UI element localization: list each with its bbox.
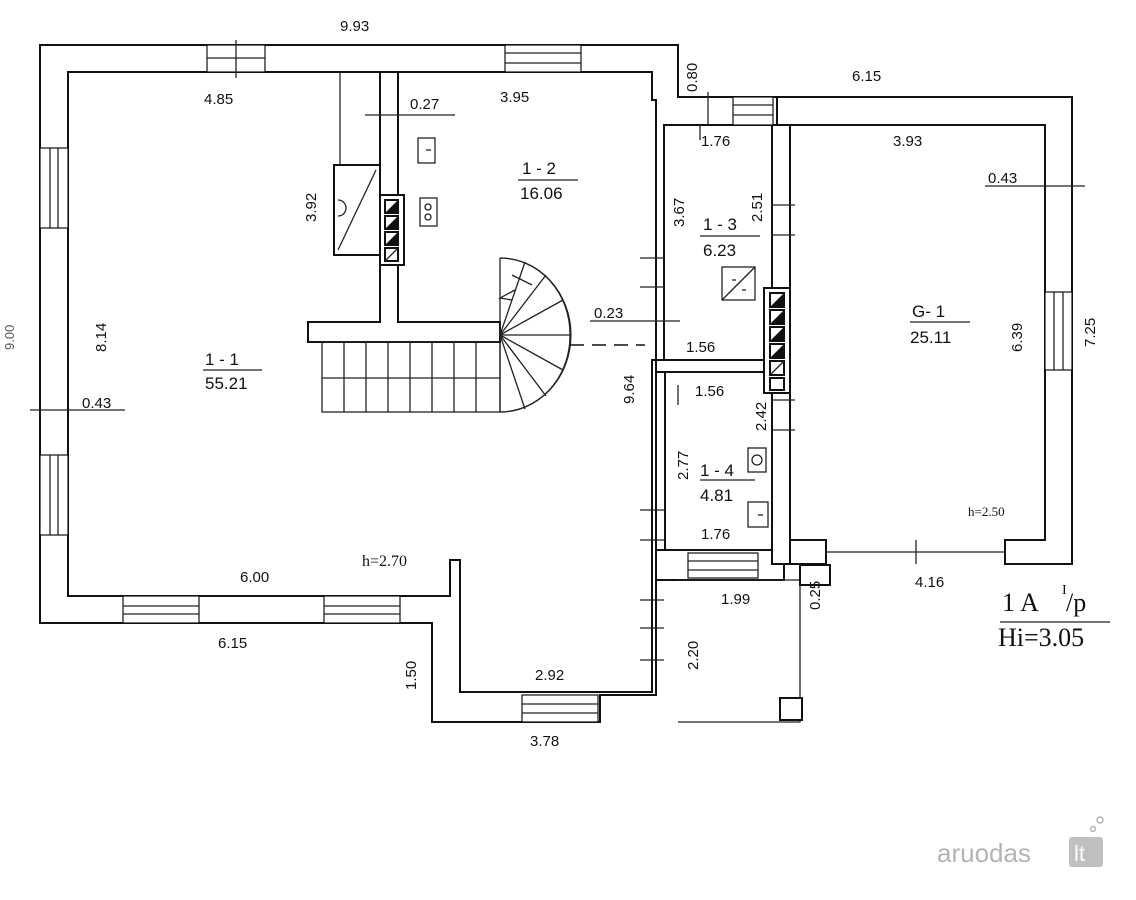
porch-step [799,564,831,586]
basin-icon [747,501,769,528]
window-top-left [206,40,266,78]
toilet-icon [747,447,767,473]
dim-0-43-left: 0.43 [82,395,111,412]
window-top-mid [504,44,582,73]
dim-1-99: 1.99 [721,591,750,608]
window-garage-right [1044,291,1073,371]
room-labels: 1 - 1 55.21 1 - 2 16.06 1 - 3 6.23 1 - 4… [205,159,1005,570]
dim-6-15-bottom: 6.15 [218,635,247,652]
watermark: aruodas lt [937,816,1104,868]
dim-3-78: 3.78 [530,733,559,750]
legend-floor: 1 A [1002,588,1039,617]
dim-3-93: 3.93 [893,133,922,150]
dim-6-15-top: 6.15 [852,68,881,85]
dim-9-00: 9.00 [2,325,17,350]
dim-1-76-lower: 1.76 [701,526,730,543]
annex-left-wall [655,371,666,551]
windows [39,40,1073,723]
dim-1-56-upper: 1.56 [686,339,715,356]
garage-door [826,540,1005,564]
dim-2-92: 2.92 [535,667,564,684]
dim-0-43-right: 0.43 [988,170,1017,187]
door-ticks [339,72,795,661]
dim-2-20: 2.20 [685,641,702,670]
dim-2-77: 2.77 [675,451,692,480]
window-left [39,147,69,536]
watermark-dot-icon [1096,816,1104,824]
sink-icon [417,137,436,164]
fireplace [333,164,381,256]
room-1-1-area: 55.21 [205,374,248,393]
dim-0-23: 0.23 [594,305,623,322]
watermark-brand: aruodas [937,838,1031,868]
dim-1-56-lower: 1.56 [695,383,724,400]
window-bottom [122,595,401,624]
fixtures [321,72,795,661]
dimension-leaders [30,114,1110,623]
dim-7-25: 7.25 [1082,318,1099,347]
boiler-icon [721,266,756,301]
stove-icon [419,197,438,227]
legend-mark: I [1062,583,1067,598]
height-garage: h=2.50 [968,504,1005,519]
height-main: h=2.70 [362,553,407,570]
dim-3-67: 3.67 [671,198,688,227]
dim-4-85: 4.85 [204,91,233,108]
dim-3-92: 3.92 [303,193,320,222]
room-g-1-area: 25.11 [910,328,951,347]
dim-2-51: 2.51 [749,193,766,222]
dim-top-total: 9.93 [340,18,369,35]
room-g-1-id: G- 1 [912,302,945,321]
chimney-upper [379,194,405,266]
porch-post [779,697,803,721]
dim-9-64: 9.64 [621,375,638,404]
dim-0-25: 0.25 [807,581,824,610]
room-1-1-id: 1 - 1 [205,350,239,369]
legend-suffix: /p [1066,588,1086,617]
window-porch [521,694,599,723]
dim-2-42: 2.42 [753,402,770,431]
dimensions: 9.93 4.85 0.27 3.95 0.80 6.15 1.76 3.93 … [2,18,1099,750]
window-annex-bottom [687,552,759,579]
dim-3-95: 3.95 [500,89,529,106]
dim-0-27: 0.27 [410,96,439,113]
legend-hi: Hi=3.05 [998,623,1084,652]
watermark-tld: lt [1074,841,1085,866]
window-annex-top [732,96,774,126]
dim-8-14: 8.14 [93,323,110,352]
room-1-4-area: 4.81 [700,486,733,505]
dim-6-00: 6.00 [240,569,269,586]
watermark-badge [1069,837,1103,867]
room-1-3-id: 1 - 3 [703,215,737,234]
dim-4-16: 4.16 [915,574,944,591]
dim-0-80: 0.80 [684,63,701,92]
room-1-2-area: 16.06 [520,184,563,203]
floor-legend: 1 A I /p Hi=3.05 [998,583,1086,652]
dim-1-76-top: 1.76 [701,133,730,150]
room-1-4-id: 1 - 4 [700,461,734,480]
chimney-right [763,287,791,394]
room-1-2-id: 1 - 2 [522,159,556,178]
room-1-3-area: 6.23 [703,241,736,260]
dim-6-39: 6.39 [1009,323,1026,352]
dim-1-50: 1.50 [403,661,420,690]
staircase [321,257,572,413]
porch-outline [678,579,801,723]
